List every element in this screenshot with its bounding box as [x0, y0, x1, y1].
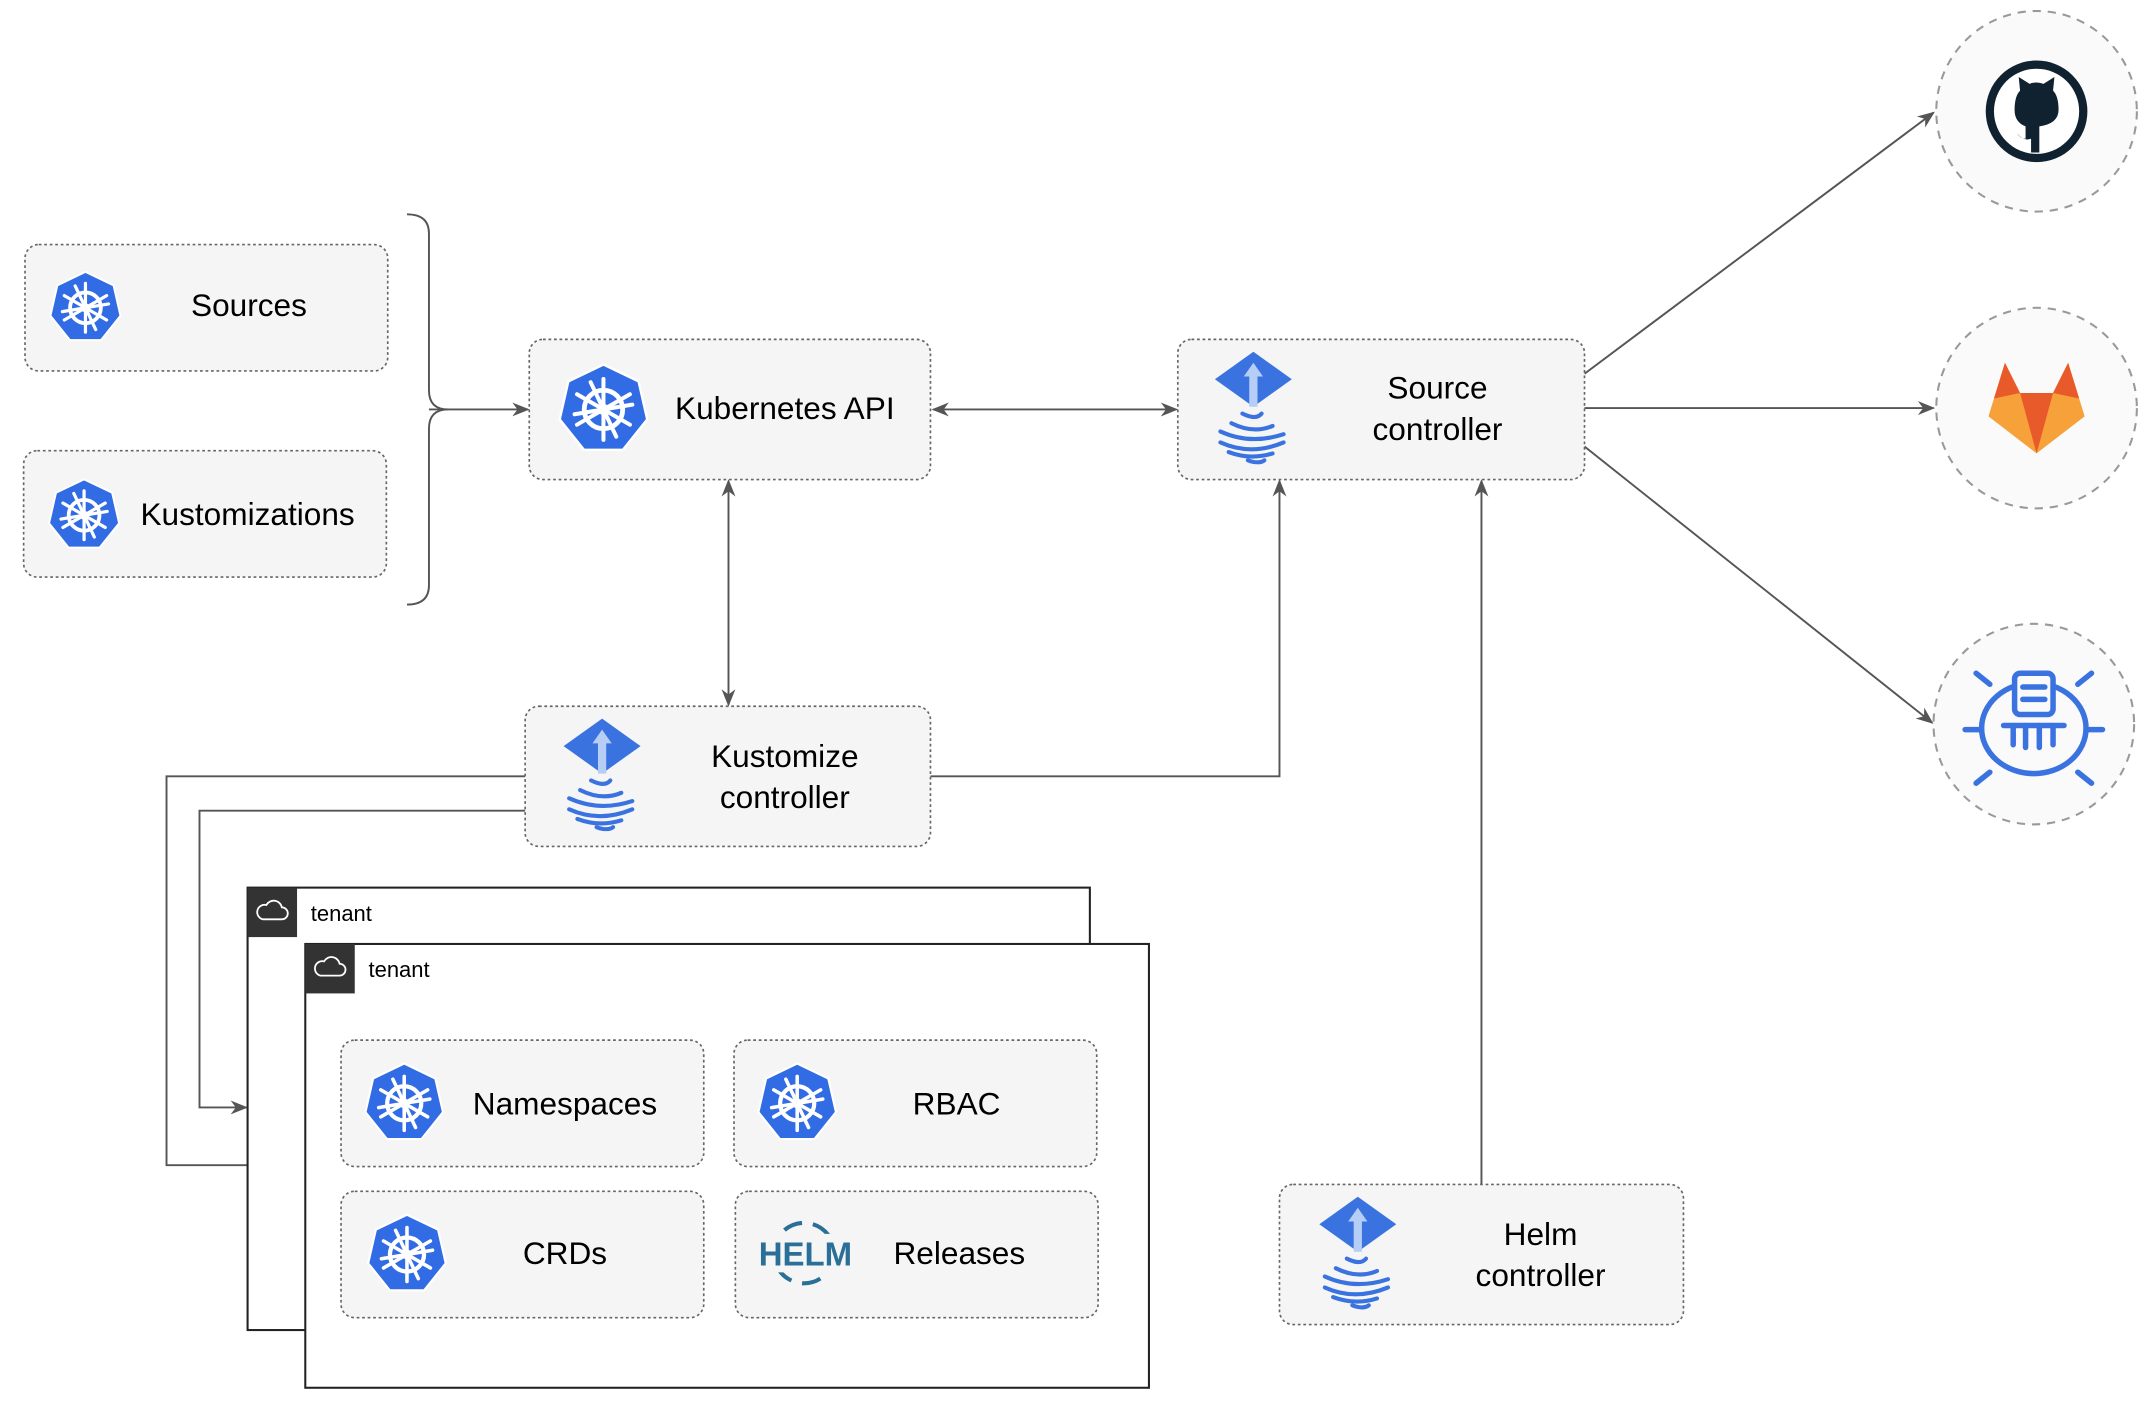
kustomizations-label: Kustomizations [140, 496, 354, 532]
external-github[interactable] [1935, 9, 2138, 213]
helm-icon: HELM [759, 1220, 852, 1286]
source-controller-line2: controller [1373, 411, 1503, 447]
node-source-controller[interactable]: Source controller [1176, 338, 1586, 481]
node-helm-controller[interactable]: Helm controller [1278, 1183, 1685, 1326]
edge-source-bucket [1583, 445, 1934, 724]
external-gitlab[interactable] [1935, 306, 2138, 510]
namespaces-label: Namespaces [473, 1085, 657, 1121]
node-kustomize-controller[interactable]: Kustomize controller [524, 705, 932, 848]
node-kubernetes-api[interactable]: Kubernetes API [528, 338, 932, 481]
releases-label: Releases [893, 1235, 1025, 1271]
node-releases[interactable]: HELM Releases [734, 1190, 1099, 1319]
edge-kustomize-tenant-back [198, 809, 526, 1115]
gitlab-icon [1988, 362, 2085, 454]
sources-label: Sources [191, 287, 307, 323]
rbac-label: RBAC [913, 1085, 1001, 1121]
edge-source-github [1583, 111, 1935, 375]
tenant-label: tenant [311, 901, 372, 926]
node-sources[interactable]: Sources [24, 243, 389, 372]
helm-controller-line2: controller [1476, 1257, 1606, 1293]
external-bucket[interactable] [1932, 622, 2136, 826]
tenant-label: tenant [369, 957, 430, 982]
helm-controller-line1: Helm [1504, 1216, 1578, 1252]
kustomize-controller-line2: controller [720, 779, 850, 815]
edge-kustomize-source [930, 479, 1287, 778]
github-icon [1985, 60, 2088, 163]
node-rbac[interactable]: RBAC [733, 1039, 1098, 1168]
node-kustomizations[interactable]: Kustomizations [22, 449, 388, 578]
crds-label: CRDs [523, 1235, 607, 1271]
svg-text:HELM: HELM [759, 1235, 852, 1272]
kustomize-controller-line1: Kustomize [711, 738, 858, 774]
edge-kustomize-tenant-front [165, 775, 526, 1173]
kubernetes-api-label: Kubernetes API [675, 390, 895, 426]
node-crds[interactable]: CRDs [340, 1190, 705, 1319]
bucket-icon [1962, 670, 2106, 786]
node-namespaces[interactable]: Namespaces [340, 1039, 705, 1168]
source-controller-line1: Source [1387, 370, 1487, 406]
